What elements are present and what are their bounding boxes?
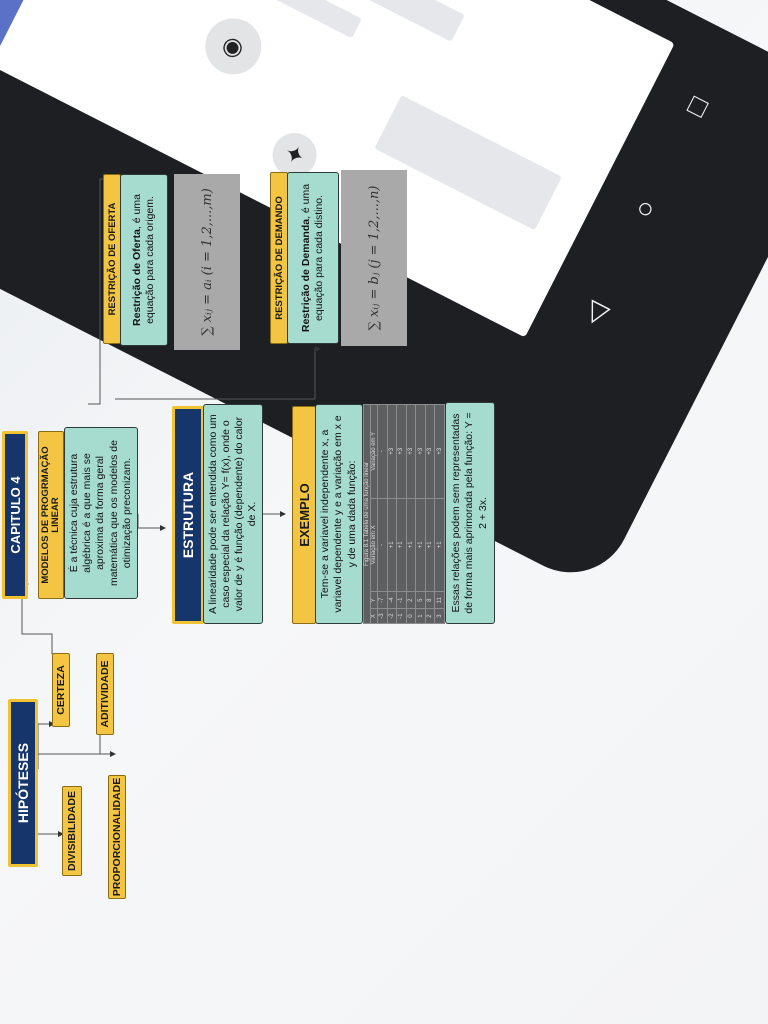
connector	[137, 514, 166, 531]
table-cell: +1	[387, 498, 397, 592]
table-cell: 1	[415, 608, 426, 624]
table-cell: 11	[434, 591, 445, 609]
oferta-title: RESTRIÇÃO DE OFERTA	[103, 174, 121, 344]
table-header-cell: X	[370, 608, 378, 624]
table-cell: +3	[396, 404, 407, 499]
table-cell: +3	[425, 404, 435, 499]
table-cell: 8	[425, 591, 435, 609]
table-cell: -3	[377, 608, 388, 624]
table-row: -3-7--	[377, 404, 388, 624]
modelos-text: É a técnica cuja estrutura algébrica é a…	[64, 427, 138, 599]
table-row: -1-1+1+3	[396, 404, 407, 624]
table-cell: +1	[415, 498, 426, 592]
table-cell: +1	[406, 498, 416, 592]
table-cell: -2	[387, 608, 397, 624]
table-cell: -1	[396, 608, 407, 624]
table-cell: -7	[377, 591, 388, 609]
hipoteses-node: HIPÓTESES	[8, 699, 38, 867]
table-caption: Figura 8.1 Tabela de uma função linear	[363, 404, 371, 624]
table-cell: +1	[396, 498, 407, 592]
exemplo-text: Tem-se a variavel independente x, a vari…	[315, 404, 363, 624]
table-cell: +1	[425, 498, 435, 592]
estrutura-title: ESTRUTURA	[172, 406, 204, 624]
table-header-cell: Y	[370, 591, 378, 609]
oferta-formula: ∑ xᵢⱼ = aᵢ (i = 1,2,...,m)	[174, 174, 240, 350]
table-cell: +3	[415, 404, 426, 499]
connector	[37, 751, 116, 769]
table-cell: 5	[415, 591, 426, 609]
demanda-text-bold: Restrição de Demanda	[299, 218, 312, 333]
exemplo-conclusion: Essas relações podem sem representadas d…	[445, 402, 495, 624]
table-cell: +3	[406, 404, 416, 499]
aditividade-node: ADITIVIDADE	[96, 653, 114, 735]
table-cell: 2	[406, 591, 416, 609]
table-cell: -4	[387, 591, 397, 609]
exemplo-title: EXEMPLO	[292, 406, 316, 624]
demanda-text: Restrição de Demanda, é uma equação para…	[287, 172, 339, 344]
chapter-title: CAPITULO 4	[2, 431, 28, 599]
connector	[37, 723, 103, 769]
table-header-cell: Variação em Y	[370, 404, 378, 499]
table-cell: +3	[387, 404, 397, 499]
divisibilidade-node: DIVISIBILIDADE	[62, 786, 82, 876]
table-cell: -1	[396, 591, 407, 609]
connector	[115, 346, 321, 400]
demanda-title: RESTRIÇÃO DE DEMANDO	[270, 172, 288, 344]
table-header-cell: Variação em X	[370, 498, 378, 592]
table-cell: +1	[434, 498, 445, 592]
table-cell: 3	[434, 608, 445, 624]
demanda-formula: ∑ xᵢⱼ = bⱼ (j = 1,2,...,n)	[341, 170, 407, 346]
table-cell: +3	[434, 404, 445, 499]
table-cell: -	[377, 404, 388, 499]
modelos-title: MODELOS DE PROGRMAÇÃO LINEAR	[38, 431, 64, 599]
estrutura-text: A linearidade pode ser entendida como um…	[203, 404, 263, 624]
table-cell: 0	[406, 608, 416, 624]
connector	[37, 721, 55, 769]
table-cell: -	[377, 498, 388, 592]
oferta-text-bold: Restrição de Oferta	[130, 229, 143, 326]
certeza-node: CERTEZA	[52, 653, 70, 727]
oferta-text: Restrição de Oferta, é uma equação para …	[120, 174, 168, 346]
proporcionalidade-node: PROPORCIONALIDADE	[108, 775, 126, 899]
table-row: -2-4+1+3	[387, 404, 397, 624]
table-cell: 2	[425, 608, 435, 624]
